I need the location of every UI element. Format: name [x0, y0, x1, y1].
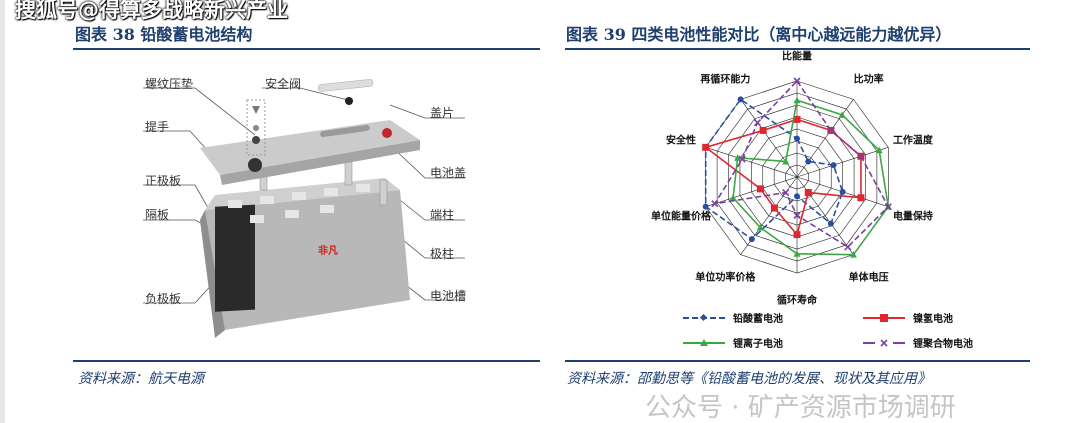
radar-point [702, 143, 710, 151]
radar-point [782, 188, 790, 197]
safety-valve-part [345, 97, 353, 105]
label-cover-sheet: 盖片 [430, 106, 455, 120]
radar-spoke [796, 99, 854, 178]
radar-axis-label: 比功率 [853, 74, 884, 86]
lead-acid-battery-diagram: 非凡 [143, 79, 465, 338]
radar-point [756, 223, 764, 231]
label-separator: 隔板 [145, 208, 170, 222]
radar-point [793, 96, 801, 104]
radar-point [849, 251, 857, 258]
label-handle: 提手 [145, 120, 170, 134]
radar-point [884, 203, 892, 211]
radar-axis-label: 单位功率价格 [695, 272, 756, 284]
legend-item-nimh: 镍氢电池 [863, 310, 1013, 325]
radar-axis-label: 循环寿命 [777, 295, 817, 307]
radar-point [737, 96, 744, 103]
radar-series-line [713, 79, 890, 248]
radar-point [793, 250, 801, 257]
radar-point [793, 231, 801, 239]
label-positive-plate: 正极板 [145, 174, 182, 188]
radar-point [875, 146, 883, 154]
radar-axis-label: 再循环能力 [700, 74, 751, 86]
label-battery-cover: 电池盖 [430, 166, 467, 180]
radar-point [827, 126, 835, 134]
legend-item-li-polymer: 锂聚合物电池 [863, 335, 1013, 350]
radar-point [827, 220, 834, 227]
sohu-watermark: 搜狐号@得算多战略新兴产业 [15, 0, 288, 22]
figure-38-title: 图表 38 铅酸蓄电池结构 [75, 25, 253, 44]
radar-axis-label: 单位能量价格 [651, 211, 712, 223]
label-negative-plate: 负极板 [145, 292, 182, 306]
radar-axis-label: 电量保持 [892, 211, 933, 223]
radar-point [838, 111, 846, 118]
radar-point [770, 204, 778, 212]
radar-spoke [705, 176, 798, 207]
cover-sheet-part [317, 79, 374, 92]
radar-axis-label: 工作温度 [892, 135, 933, 147]
radar-point [729, 194, 737, 201]
title-rule [73, 48, 540, 50]
radar-point [759, 126, 767, 134]
label-pole: 极柱 [430, 247, 455, 261]
radar-point [756, 185, 764, 193]
figure-39-source: 资料来源：邵勤思等《铅酸蓄电池的发展、现状及其应用》 [567, 371, 931, 387]
radar-spoke [796, 147, 889, 178]
radar-axis-label: 比能量 [782, 51, 812, 63]
label-terminal: 端柱 [430, 208, 455, 222]
radar-point [804, 189, 812, 197]
radar-spoke [705, 147, 798, 178]
radar-spoke [796, 176, 854, 255]
source-rule-right [565, 360, 1030, 362]
radar-point [702, 203, 709, 210]
radar-point [794, 193, 800, 200]
window-edge [0, 0, 5, 423]
radar-point [734, 154, 742, 161]
figure-38-source: 资料来源：航天电源 [78, 371, 204, 387]
legend-item-li-ion: 锂离子电池 [683, 335, 863, 350]
radar-axis-label: 安全性 [666, 135, 697, 147]
battery-tank: 非凡 [200, 154, 410, 338]
battery-cover [200, 99, 420, 185]
radar-point [793, 211, 801, 219]
chart-legend: 铅酸蓄电池 镍氢电池 锂离子电池 锂聚合物电池 [683, 310, 1013, 350]
radar-point [793, 115, 801, 123]
title-rule-right [565, 48, 1030, 50]
radar-point [830, 162, 837, 169]
radar-point [738, 155, 746, 163]
label-battery-tank: 电池槽 [430, 289, 467, 303]
legend-item-lead-acid: 铅酸蓄电池 [683, 310, 863, 325]
figure-39-title: 图表 39 四类电池性能对比（离中心越远能力越优异） [566, 25, 952, 44]
radar-chart [702, 77, 892, 274]
radar-point [711, 200, 719, 208]
positive-terminal-icon [382, 128, 392, 138]
radar-point [857, 194, 865, 202]
brand-logo: 非凡 [318, 244, 338, 257]
radar-point [782, 157, 790, 165]
radar-point [839, 188, 846, 195]
radar-axis-label: 单体电压 [848, 272, 889, 284]
radar-point [794, 135, 800, 142]
label-screw-pad: 螺纹压垫 [145, 77, 194, 91]
radar-point [805, 158, 812, 165]
radar-point [844, 243, 852, 251]
radar-point [857, 152, 865, 160]
radar-point [748, 236, 755, 243]
wechat-watermark: 公众号 · 矿产资源市场调研 [645, 393, 956, 423]
label-safety-valve: 安全阀 [265, 77, 302, 91]
radar-point [793, 77, 801, 85]
source-rule [73, 360, 540, 362]
radar-point [753, 119, 762, 127]
